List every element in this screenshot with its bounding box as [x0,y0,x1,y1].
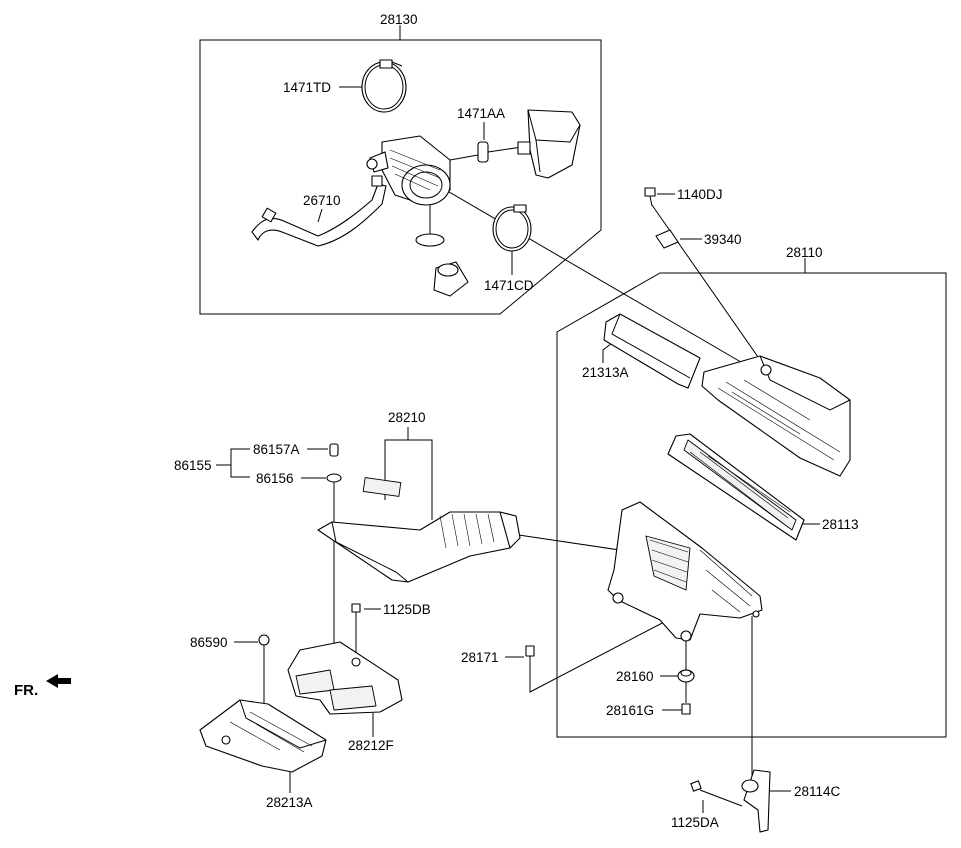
front-direction-label: FR. [14,682,38,699]
assembly-line-28171 [529,619,669,693]
label-86157A: 86157A [253,442,300,457]
assembly-line-hose-to-cover [431,181,759,373]
label-28130: 28130 [380,12,418,27]
part-1471AA-clamp [477,141,489,163]
part-hose-elbow [415,205,469,297]
part-28171-bolt [525,645,535,668]
part-28114C-bracket [741,769,771,833]
part-resonator [517,109,581,179]
part-26710-breather-hose [251,175,387,247]
label-28114C: 28114C [794,784,841,799]
part-28212F-inlet-duct [287,641,403,715]
bracket-28210 [384,439,433,520]
part-39340-sensor [655,229,679,249]
part-21313A-cover [603,313,701,389]
part-28213A-bracket [199,699,327,773]
part-air-cleaner-lower-body [607,501,763,642]
label-1471CD: 1471CD [484,278,534,293]
label-86590: 86590 [190,635,228,650]
label-86155: 86155 [174,458,212,473]
label-28213A: 28213A [266,795,313,810]
label-28160: 28160 [616,669,654,684]
label-1471AA: 1471AA [457,106,505,121]
label-1140DJ: 1140DJ [677,187,723,202]
part-28161G-collar [681,703,691,715]
part-air-cleaner-upper-cover [701,355,851,477]
part-86157A-clip [329,443,339,457]
label-21313A: 21313A [582,365,629,380]
label-28210: 28210 [388,410,426,425]
label-1471TD: 1471TD [283,80,331,95]
label-28110: 28110 [786,245,823,260]
label-1125DA: 1125DA [671,815,719,830]
label-28212F: 28212F [348,738,394,753]
label-39340: 39340 [704,232,742,247]
leader-26710 [317,208,323,223]
part-28113-filter-element [667,433,805,541]
part-1125DB-bolt [351,603,361,620]
label-1125DB: 1125DB [383,602,431,617]
part-86156-fastener [326,473,342,483]
part-1471TD-hose-clamp [361,59,407,113]
label-28113: 28113 [822,517,859,532]
part-28160-grommet [677,669,695,683]
group-box-28130 [199,39,602,315]
part-1125DA-bolt [690,780,743,807]
part-28130-intake-hose-assembly [366,135,523,206]
part-1471CD-hose-clamp [492,204,532,252]
front-arrow-icon [46,674,71,688]
label-26710: 26710 [303,193,341,208]
leader-21313A [602,342,613,363]
part-86590-fastener [258,634,270,652]
part-1140DJ-bolt [644,187,656,207]
label-28171: 28171 [461,650,499,665]
label-28161G: 28161G [606,703,654,718]
part-28210-air-duct [317,477,521,583]
label-86156: 86156 [256,471,294,486]
bracket-86155 [230,448,250,478]
